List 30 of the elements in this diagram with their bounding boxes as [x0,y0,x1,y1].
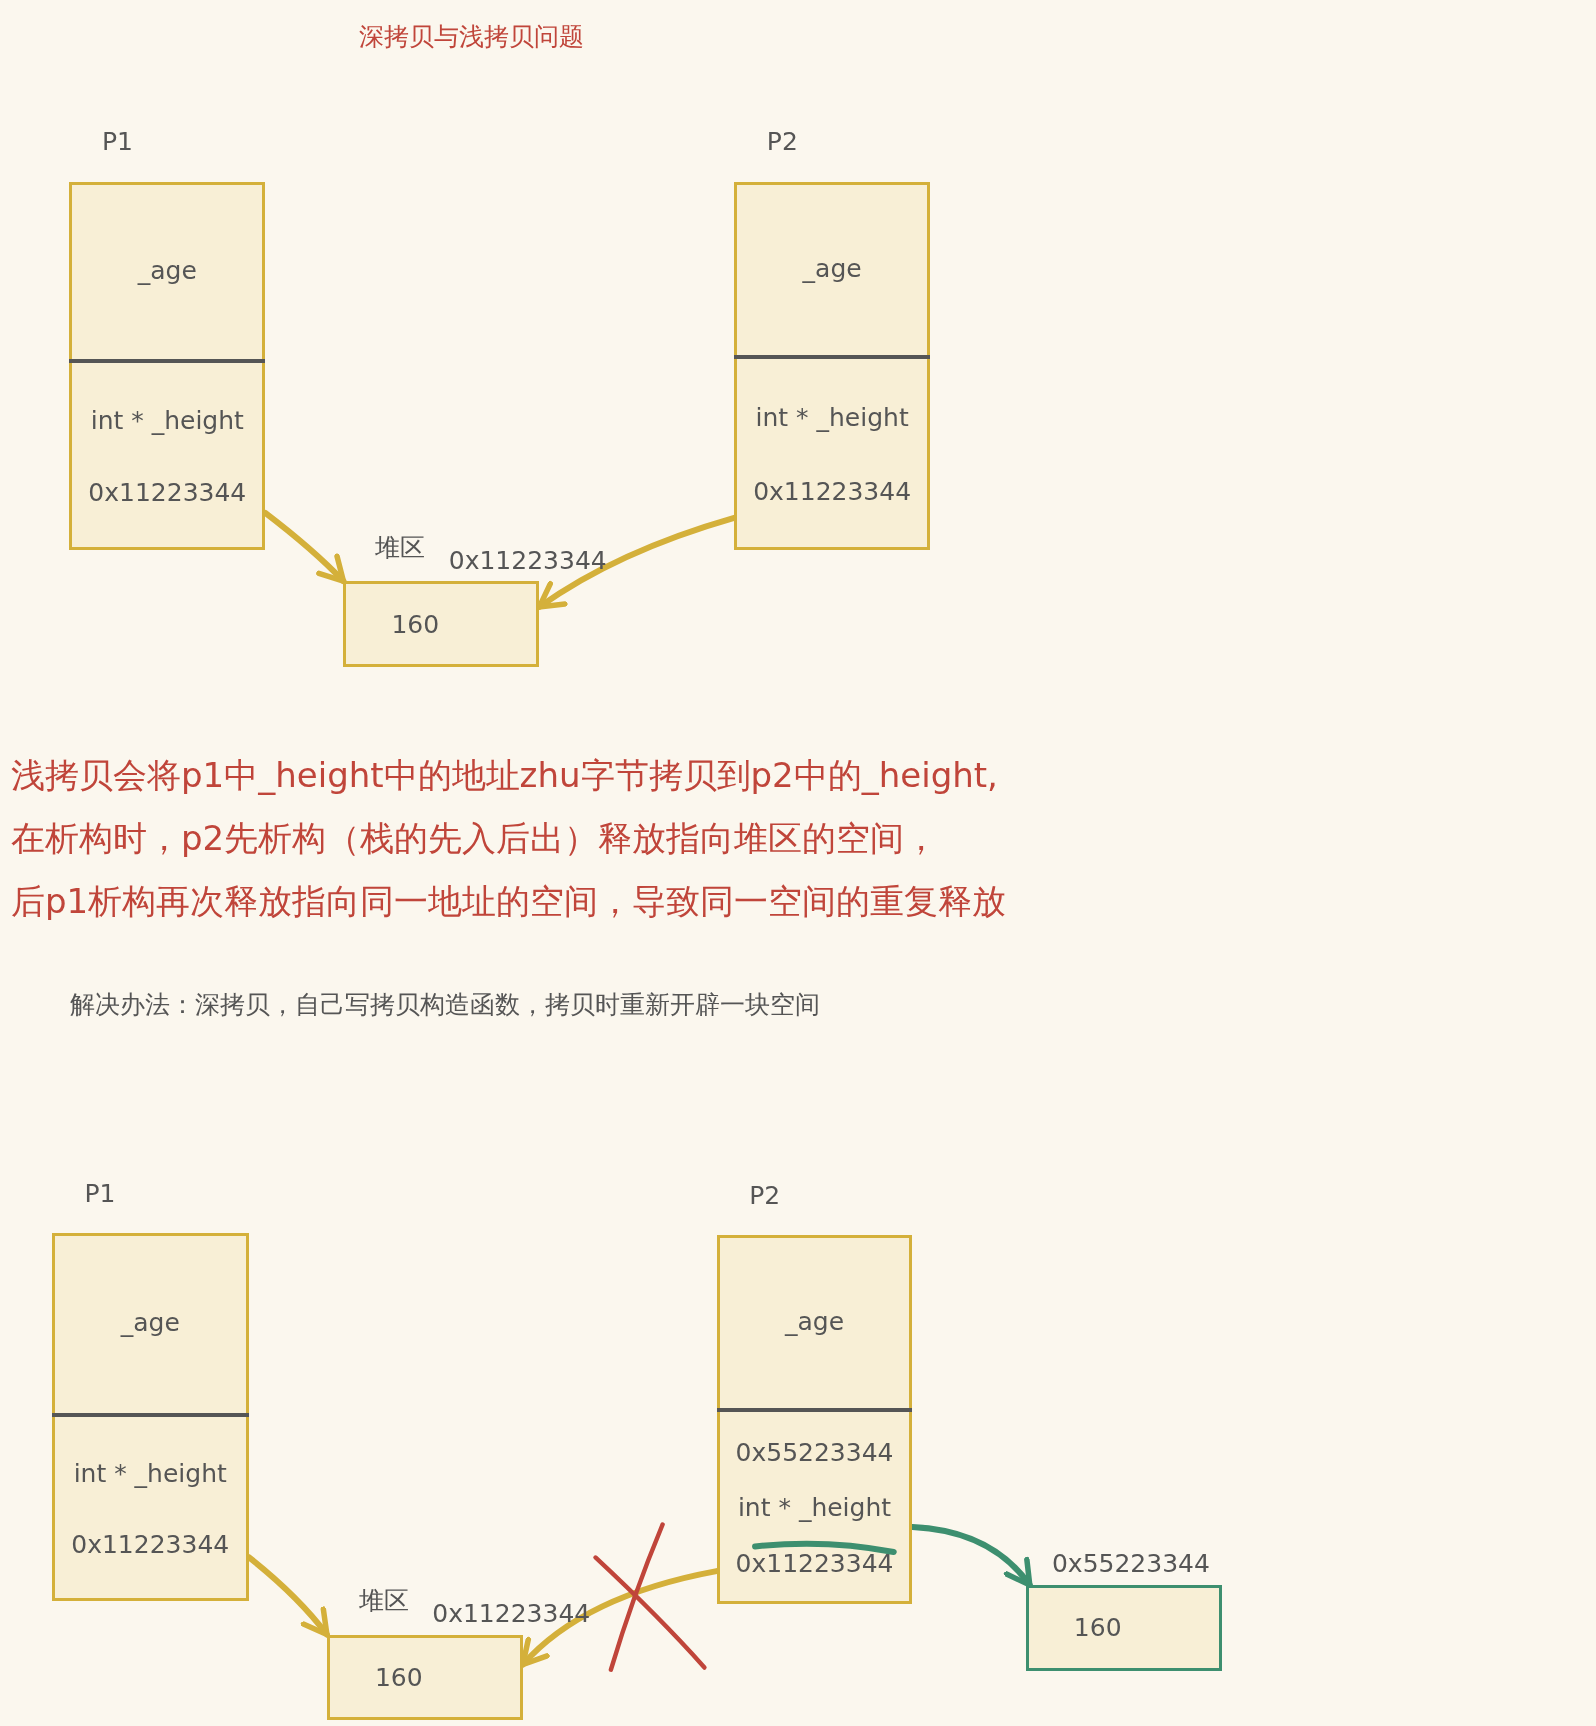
field-text: 0x11223344 [88,478,247,508]
object-heading: P1 [84,1178,116,1208]
field-text: int * _height [73,1458,227,1488]
object-heading: P1 [102,127,133,157]
field-text: int * _height [737,1493,892,1523]
heap-caption: 堆区 [375,531,425,564]
heap-value: 160 [391,609,440,639]
heap-caption: 0x11223344 [448,546,607,576]
heap-caption: 0x55223344 [1051,1548,1210,1578]
field-text: 0x55223344 [735,1438,894,1468]
field-name: _age [784,1307,845,1337]
struck-address: 0x11223344 [735,1548,894,1578]
heap-value: 160 [374,1662,423,1692]
field-name: _age [120,1308,180,1338]
field-text: 0x11223344 [71,1530,230,1560]
field-text: 0x11223344 [753,476,912,506]
note-text: 后p1析构再次释放指向同一地址的空间，导致同一空间的重复释放 [11,880,1007,924]
field-name: _age [802,253,862,283]
solution-text: 解决办法：深拷贝，自己写拷贝构造函数，拷贝时重新开辟一块空间 [70,989,821,1022]
field-text: int * _height [90,406,244,436]
field-text: int * _height [755,403,909,433]
heap-caption: 堆区 [358,1585,409,1617]
object-heading: P2 [766,127,798,157]
note-text: 浅拷贝会将p1中_height中的地址zhu字节拷贝到p2中的_height, [11,753,998,797]
heap-caption: 0x11223344 [432,1599,591,1629]
field-name: _age [137,255,197,285]
heap-value: 160 [1073,1613,1122,1643]
note-text: 在析构时，p2先析构（栈的先入后出）释放指向堆区的空间， [11,816,939,860]
object-heading: P2 [749,1180,781,1210]
diagram-title: 深拷贝与浅拷贝问题 [358,20,584,53]
